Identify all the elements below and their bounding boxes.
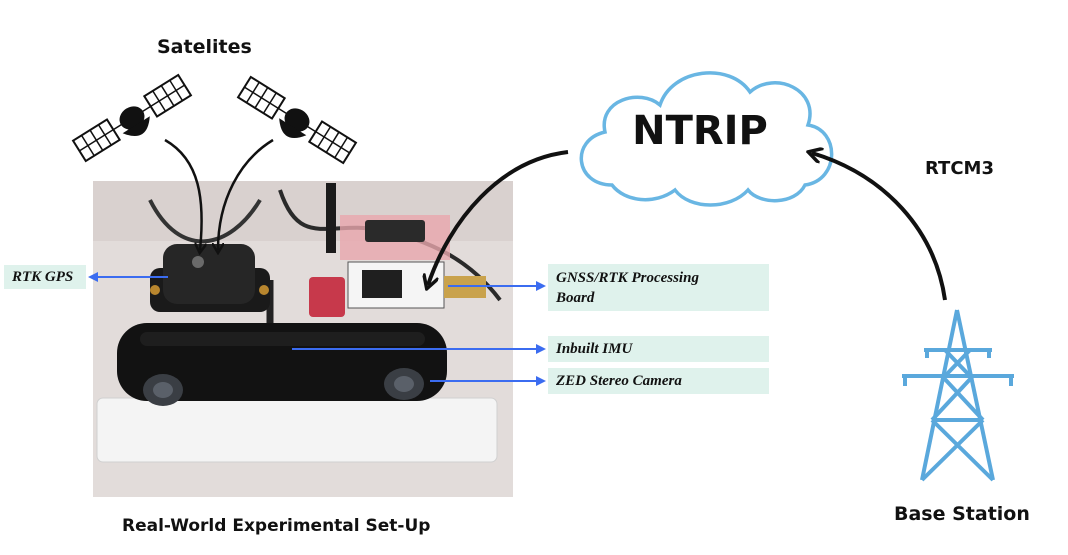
rtk-gps-device: [150, 244, 270, 312]
setup-photo: [93, 181, 513, 497]
rtcm3-label: RTCM3: [925, 158, 994, 179]
ntrip-to-board-arrow: [428, 150, 569, 285]
satellite-signal-arrow: [218, 138, 274, 250]
ntrip-label: NTRIP: [632, 108, 768, 154]
satellite-icon: [71, 73, 193, 163]
base-to-ntrip-arrow: [812, 153, 947, 301]
base-station-title: Base Station: [894, 503, 1030, 525]
gnss-board-text-line2: Board: [556, 289, 595, 306]
satellite-signal-arrow: [164, 138, 202, 250]
rtk-gps-text: RTK GPS: [12, 269, 74, 285]
satellite-icon: [236, 75, 358, 165]
gnss-board-callout: GNSS/RTK Processing Board: [548, 264, 769, 311]
zed-camera-callout: ZED Stereo Camera: [548, 368, 769, 394]
zed-camera-device: [117, 323, 447, 406]
setup-caption: Real-World Experimental Set-Up: [122, 516, 431, 536]
zed-camera-text: ZED Stereo Camera: [556, 373, 682, 389]
imu-text: Inbuilt IMU: [556, 341, 633, 357]
imu-callout: Inbuilt IMU: [548, 336, 769, 362]
gnss-board-text-line1: GNSS/RTK Processing: [556, 269, 699, 286]
rtk-gps-callout: RTK GPS: [4, 265, 86, 289]
transmission-tower-icon: [902, 309, 1014, 482]
cloud-icon: [579, 71, 834, 207]
satellites-title: Satelites: [157, 36, 252, 58]
